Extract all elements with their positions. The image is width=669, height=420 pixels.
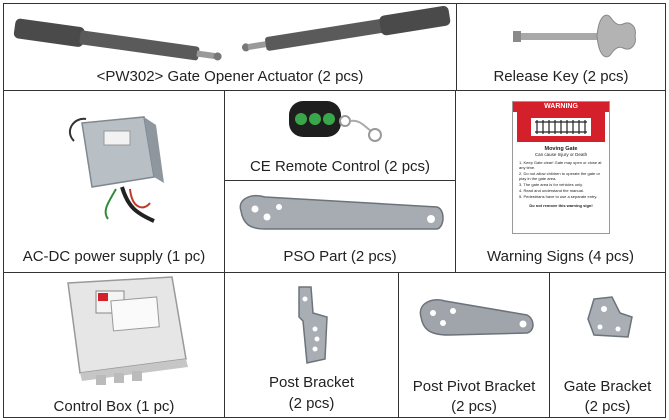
post-bracket-caption-line1: Post Bracket bbox=[268, 374, 355, 391]
cell-post-pivot-bracket: Post Pivot Bracket (2 pcs) bbox=[398, 272, 550, 418]
warning-sign-line: 3. The gate area is for vehicles only. bbox=[519, 182, 583, 187]
warning-sign-subtitle: Moving Gate bbox=[544, 146, 578, 152]
gate-bracket-caption-line2: (2 pcs) bbox=[584, 398, 631, 415]
power-supply-caption: AC-DC power supply (1 pc) bbox=[22, 248, 206, 265]
cell-actuator: <PW302> Gate Opener Actuator (2 pcs) bbox=[3, 3, 457, 91]
cell-remote-control: CE Remote Control (2 pcs) bbox=[224, 90, 456, 181]
power-supply-image bbox=[68, 116, 164, 223]
post-pivot-bracket-caption-line2: (2 pcs) bbox=[451, 398, 497, 415]
cell-power-supply: AC-DC power supply (1 pc) bbox=[3, 90, 225, 273]
post-bracket-caption-line2: (2 pcs) bbox=[288, 395, 335, 412]
cell-release-key: Release Key (2 pcs) bbox=[456, 3, 666, 91]
gate-bracket-caption-line1: Gate Bracket bbox=[563, 378, 652, 395]
pso-part-caption: PSO Part (2 pcs) bbox=[283, 248, 397, 265]
gate-graphic-icon bbox=[531, 118, 591, 136]
release-key-caption: Release Key (2 pcs) bbox=[493, 68, 629, 85]
cell-pso-part: PSO Part (2 pcs) bbox=[224, 180, 456, 273]
pso-part-image bbox=[239, 195, 444, 230]
actuator-caption: <PW302> Gate Opener Actuator (2 pcs) bbox=[96, 68, 364, 85]
warning-sign-subtitle2: Can cause Injury or Death bbox=[534, 152, 588, 157]
warning-sign: WARNING Moving Gate Can cause Injury or … bbox=[512, 101, 610, 234]
control-box-caption: Control Box (1 pc) bbox=[53, 398, 175, 415]
post-bracket-image bbox=[298, 286, 328, 364]
cell-post-bracket: Post Bracket (2 pcs) bbox=[224, 272, 399, 418]
remote-control-caption: CE Remote Control (2 pcs) bbox=[249, 158, 431, 175]
gate-bracket-image bbox=[587, 296, 633, 338]
release-key-image bbox=[513, 14, 636, 58]
post-pivot-bracket-caption-line1: Post Pivot Bracket bbox=[412, 378, 536, 395]
warning-sign-header: WARNING bbox=[513, 102, 609, 112]
warning-signs-caption: Warning Signs (4 pcs) bbox=[487, 248, 634, 265]
cell-warning-signs: WARNING Moving Gate Can cause Injury or … bbox=[455, 90, 666, 273]
cell-gate-bracket: Gate Bracket (2 pcs) bbox=[549, 272, 666, 418]
warning-sign-line: 1. Keep Gate clear! Gate may open or clo… bbox=[519, 160, 602, 170]
post-pivot-bracket-image bbox=[419, 299, 534, 336]
actuator-image bbox=[13, 5, 451, 61]
warning-sign-footer: Do not remove this warning sign! bbox=[529, 203, 593, 208]
cell-control-box: Control Box (1 pc) bbox=[3, 272, 225, 418]
control-box-image bbox=[67, 276, 188, 385]
warning-sign-graphic bbox=[517, 112, 605, 142]
warning-sign-line: 5. Pedestrians have to use a separate en… bbox=[519, 194, 598, 199]
warning-sign-line: 2. Do not allow children to operate the … bbox=[519, 171, 600, 181]
remote-control-image bbox=[289, 101, 382, 142]
warning-sign-line: 4. Read and understand the manual. bbox=[519, 188, 584, 193]
